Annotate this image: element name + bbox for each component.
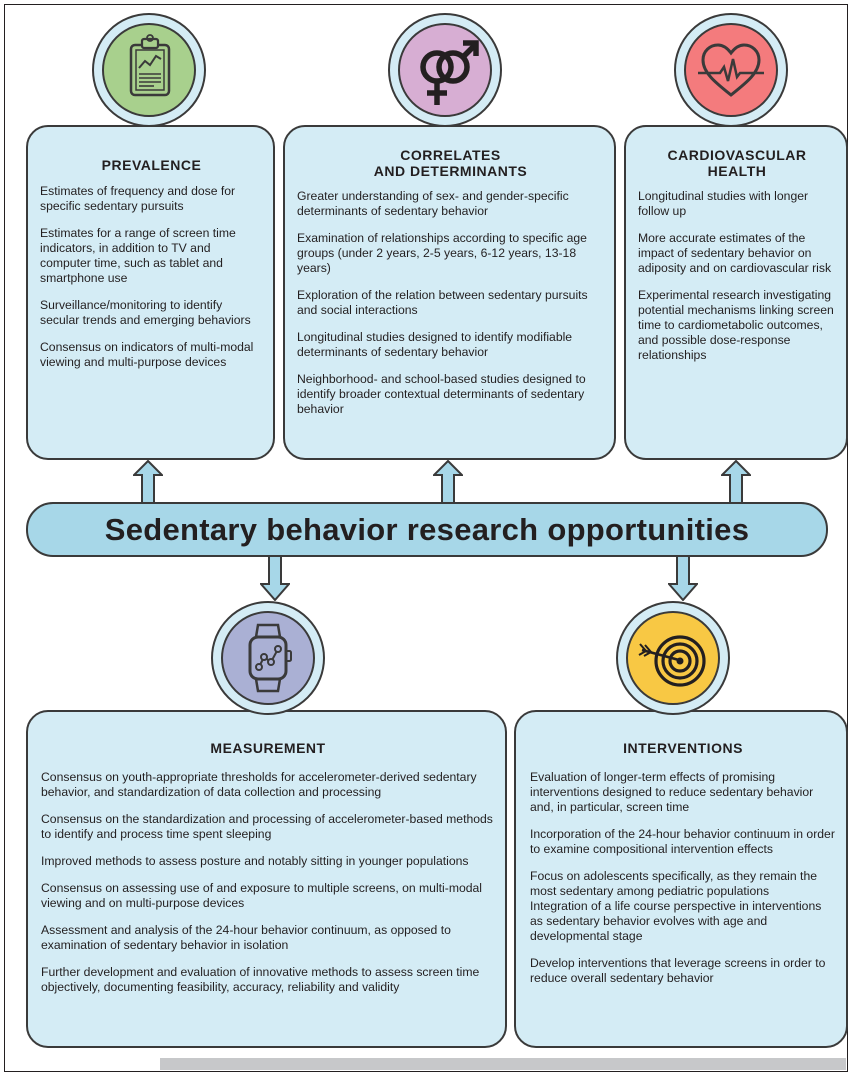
cardio-title-line1: CARDIOVASCULAR — [667, 147, 807, 163]
cardio-item: More accurate estimates of the impact of… — [638, 231, 832, 275]
target-arrow-icon — [638, 635, 706, 687]
interventions-item: Develop interventions that leverage scre… — [530, 956, 826, 985]
prevalence-item: Consensus on indicators of multi-modal v… — [40, 340, 254, 369]
prevalence-item: Estimates of frequency and dose for spec… — [40, 184, 236, 213]
correlates-item: Exploration of the relation between sede… — [297, 288, 588, 317]
measurement-icon-ring — [211, 601, 325, 715]
title-banner: Sedentary behavior research opportunitie… — [26, 502, 828, 557]
prevalence-item: Estimates for a range of screen time ind… — [40, 226, 236, 285]
gender-symbols-icon — [420, 40, 479, 105]
measurement-title: MEASUREMENT — [210, 740, 326, 756]
interventions-icon-ring — [616, 601, 730, 715]
prevalence-item: Surveillance/monitoring to identify secu… — [40, 298, 251, 327]
correlates-title-line2: AND DETERMINANTS — [373, 163, 528, 179]
up-arrow-left — [133, 460, 163, 504]
clipboard-chart-icon — [129, 34, 171, 97]
measurement-icon-disc — [221, 611, 315, 705]
smartwatch-icon — [248, 623, 292, 693]
measurement-item: Improved methods to assess posture and n… — [41, 854, 469, 868]
prevalence-icon-ring — [92, 13, 206, 127]
correlates-icon-ring — [388, 13, 502, 127]
correlates-item: Examination of relationships according t… — [297, 231, 587, 275]
interventions-item: Incorporation of the 24-hour behavior co… — [530, 827, 835, 856]
measurement-item: Further development and evaluation of in… — [41, 965, 480, 994]
measurement-panel: MEASUREMENT Consensus on youth-appropria… — [26, 710, 507, 1048]
cardio-icon-ring — [674, 13, 788, 127]
prevalence-title: PREVALENCE — [101, 157, 202, 173]
main-title: Sedentary behavior research opportunitie… — [104, 512, 750, 547]
interventions-item: Evaluation of longer-term effects of pro… — [530, 770, 814, 814]
correlates-title-line1: CORRELATES — [400, 147, 501, 163]
interventions-panel: INTERVENTIONS Evaluation of longer-term … — [514, 710, 848, 1048]
prevalence-panel: PREVALENCE Estimates of frequency and do… — [26, 125, 275, 460]
correlates-item: Neighborhood- and school-based studies d… — [297, 372, 586, 416]
correlates-icon-disc — [398, 23, 492, 117]
cardio-icon-disc — [684, 23, 778, 117]
down-arrow-left — [260, 555, 290, 601]
measurement-item: Assessment and analysis of the 24-hour b… — [41, 923, 451, 952]
interventions-item: Focus on adolescents specifically, as th… — [530, 869, 818, 898]
correlates-item: Greater understanding of sex- and gender… — [297, 189, 569, 218]
bottom-shadow — [160, 1058, 846, 1070]
correlates-item: Longitudinal studies designed to identif… — [297, 330, 573, 359]
measurement-item: Consensus on assessing use of and exposu… — [41, 881, 483, 910]
cardio-title-line2: HEALTH — [707, 163, 767, 179]
figure-frame — [4, 4, 848, 1072]
up-arrow-center — [433, 460, 463, 504]
interventions-icon-disc — [626, 611, 720, 705]
heartbeat-icon — [698, 43, 764, 97]
cardio-panel: CARDIOVASCULAR HEALTH Longitudinal studi… — [624, 125, 848, 460]
down-arrow-right — [668, 555, 698, 601]
measurement-item: Consensus on the standardization and pro… — [41, 812, 493, 841]
measurement-item: Consensus on youth-appropriate threshold… — [41, 770, 477, 799]
prevalence-icon-disc — [102, 23, 196, 117]
up-arrow-right — [721, 460, 751, 504]
cardio-item: Experimental research investigating pote… — [638, 288, 834, 362]
interventions-title: INTERVENTIONS — [623, 740, 743, 756]
cardio-item: Longitudinal studies with longer follow … — [638, 189, 809, 218]
correlates-panel: CORRELATES AND DETERMINANTS Greater unde… — [283, 125, 616, 460]
interventions-item: Integration of a life course perspective… — [530, 899, 822, 943]
